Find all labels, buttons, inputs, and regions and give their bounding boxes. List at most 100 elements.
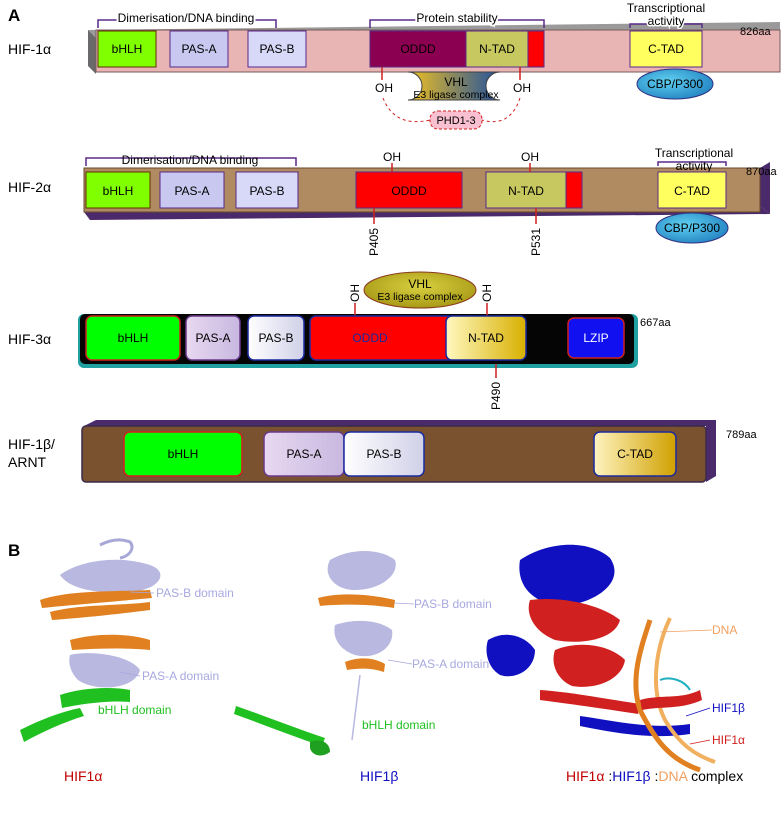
hif3a-bhlh-label: bHLH [118,331,149,345]
hif2a-ta-label-1: Transcriptional [655,146,733,160]
s3-hif1a-label: HIF1α [712,733,745,747]
s3-hif1b-pointer [685,707,711,717]
hif2a-ta-label-2: activity [676,159,713,173]
s2-pasb-helix [327,551,396,590]
hif1a-diagram: HIF-1α 826aa Dimerisation/DNA binding Pr… [8,1,781,130]
hif1a-bhlh [97,30,157,68]
hif1a-bar-side [88,30,96,74]
hif1b-bar-top [84,420,716,426]
hif1a-oddd-label: ODDD [400,42,436,56]
hif1a-pasb-label: PAS-B [259,42,294,56]
hif1a-vhl-label-1: VHL [444,75,468,89]
s3-hif1a-pointer [689,739,711,745]
hif1a-dimer-label: Dimerisation/DNA binding [118,11,255,25]
hif1a-ntad-label: N-TAD [479,42,515,56]
s2-pasb-pointer [393,602,415,605]
hif1a-stability-bracket [369,19,545,28]
hif1a-ctad-label: C-TAD [648,42,684,56]
hif1a-phd-arrow-left [382,97,431,123]
hif1a-ctad [629,30,703,68]
hif2a-bhlh-label: bHLH [103,184,134,198]
hif1a-ntad [465,30,529,68]
hif1a-stability-label: Protein stability [416,11,497,25]
s3-hif1b-mid [486,634,535,677]
hif3a-pasb [247,315,305,361]
hif1b-name-2: ARNT [8,454,47,470]
s3-hif1a-helix [540,690,640,714]
s2-pasb-sheet [318,594,395,608]
s3-caption-complex: complex [687,768,743,784]
hif1a-oh-left: OH [375,81,393,95]
hif3a-oh-1: OH [348,284,362,302]
hif3a-vhl-label-2: E3 ligase complex [377,291,463,303]
s3-caption-sep-2: : [651,768,659,784]
hif2a-bhlh [85,171,151,209]
hif3a-name: HIF-3α [8,331,51,347]
hif1a-pasa-label: PAS-A [181,42,216,56]
hif1a-oddd [369,30,467,68]
s1-pasb-pointer [129,591,155,594]
hif2a-length: 870aa [746,166,777,178]
s1-bhlh-helix-2 [20,708,84,742]
s3-caption-sep-1: : [604,768,612,784]
hif2a-oddd-label: ODDD [391,184,427,198]
hif1a-ta-label-1: Transcriptional [627,1,705,15]
s3-caption: HIF1α :HIF1β :DNA complex [566,768,743,784]
s3-dna-label: DNA [712,623,737,637]
s3-hif1b-top [519,544,615,606]
hif3a-lzip-label: LZIP [583,331,608,345]
s1-pasa-helix [69,653,140,688]
hif1b-bhlh [123,431,243,477]
hif3a-ntad [445,315,527,361]
s2-bhlh-label: bHLH domain [362,718,435,732]
hif1b-ctad [593,431,677,477]
hif3a-length: 667aa [640,317,671,329]
hif1b-length: 789aa [726,429,757,441]
hif2a-bar-side [760,162,770,214]
hif2a-red-segment [565,171,583,209]
s3-hif1b-label: HIF1β [712,701,745,715]
s3-dna-strand-1 [633,619,701,773]
s2-pasa-sheet [345,658,385,672]
hif1b-name-1: HIF-1β/ [8,436,55,452]
s1-loop-top [99,538,134,560]
s2-bhlh-loop [310,740,330,756]
hif2a-oh-2: OH [521,150,539,164]
hif1a-pasb [247,30,307,68]
s2-pasa-label: PAS-A domain [412,657,489,671]
hif1a-bhlh-label: bHLH [112,42,143,56]
s2-pasa-helix [334,620,393,657]
hif3a-oh-2: OH [480,284,494,302]
hif1a-phd-label: PHD1-3 [436,115,475,127]
hif1b-bhlh-label: bHLH [168,447,199,461]
hif3a-ntad-label: N-TAD [468,331,504,345]
hif2a-pasa [159,171,225,209]
hif3a-pasb-label: PAS-B [258,331,293,345]
hif2a-pasb [235,171,299,209]
s3-dna-base [659,677,691,691]
hif3a-vhl-label-1: VHL [408,277,432,291]
hif2a-ctad-label: C-TAD [674,184,710,198]
hif2a-site-1: P405 [367,228,381,256]
hif3a-oddd-label: ODDD [352,331,388,345]
s1-bhlh-helix-1 [60,687,130,708]
hif1b-pasb-label: PAS-B [366,447,401,461]
hif2a-ta-bracket [657,161,727,166]
hif3a-bhlh [85,315,181,361]
hif1a-name: HIF-1α [8,41,51,57]
s1-pasa-sheet [70,634,150,650]
s3-dna-pointer [659,629,713,633]
hif3a-vhl-complex [363,271,477,309]
s1-pasb-helix [60,559,161,593]
panel-label-a: A [8,6,20,25]
hif1a-ta-label-2: activity [648,14,685,28]
hif2a-pasa-label: PAS-A [174,184,209,198]
s1-pasa-pointer [119,671,141,677]
s1-pasb-label: PAS-B domain [156,586,234,600]
hif3a-pasa [185,315,241,361]
hif3a-site: P490 [489,382,503,410]
s2-caption: HIF1β [360,768,398,784]
structure-hif1b: PAS-B domain PAS-A domain bHLH domain HI… [234,551,492,784]
hif3a-lzip [567,317,625,359]
